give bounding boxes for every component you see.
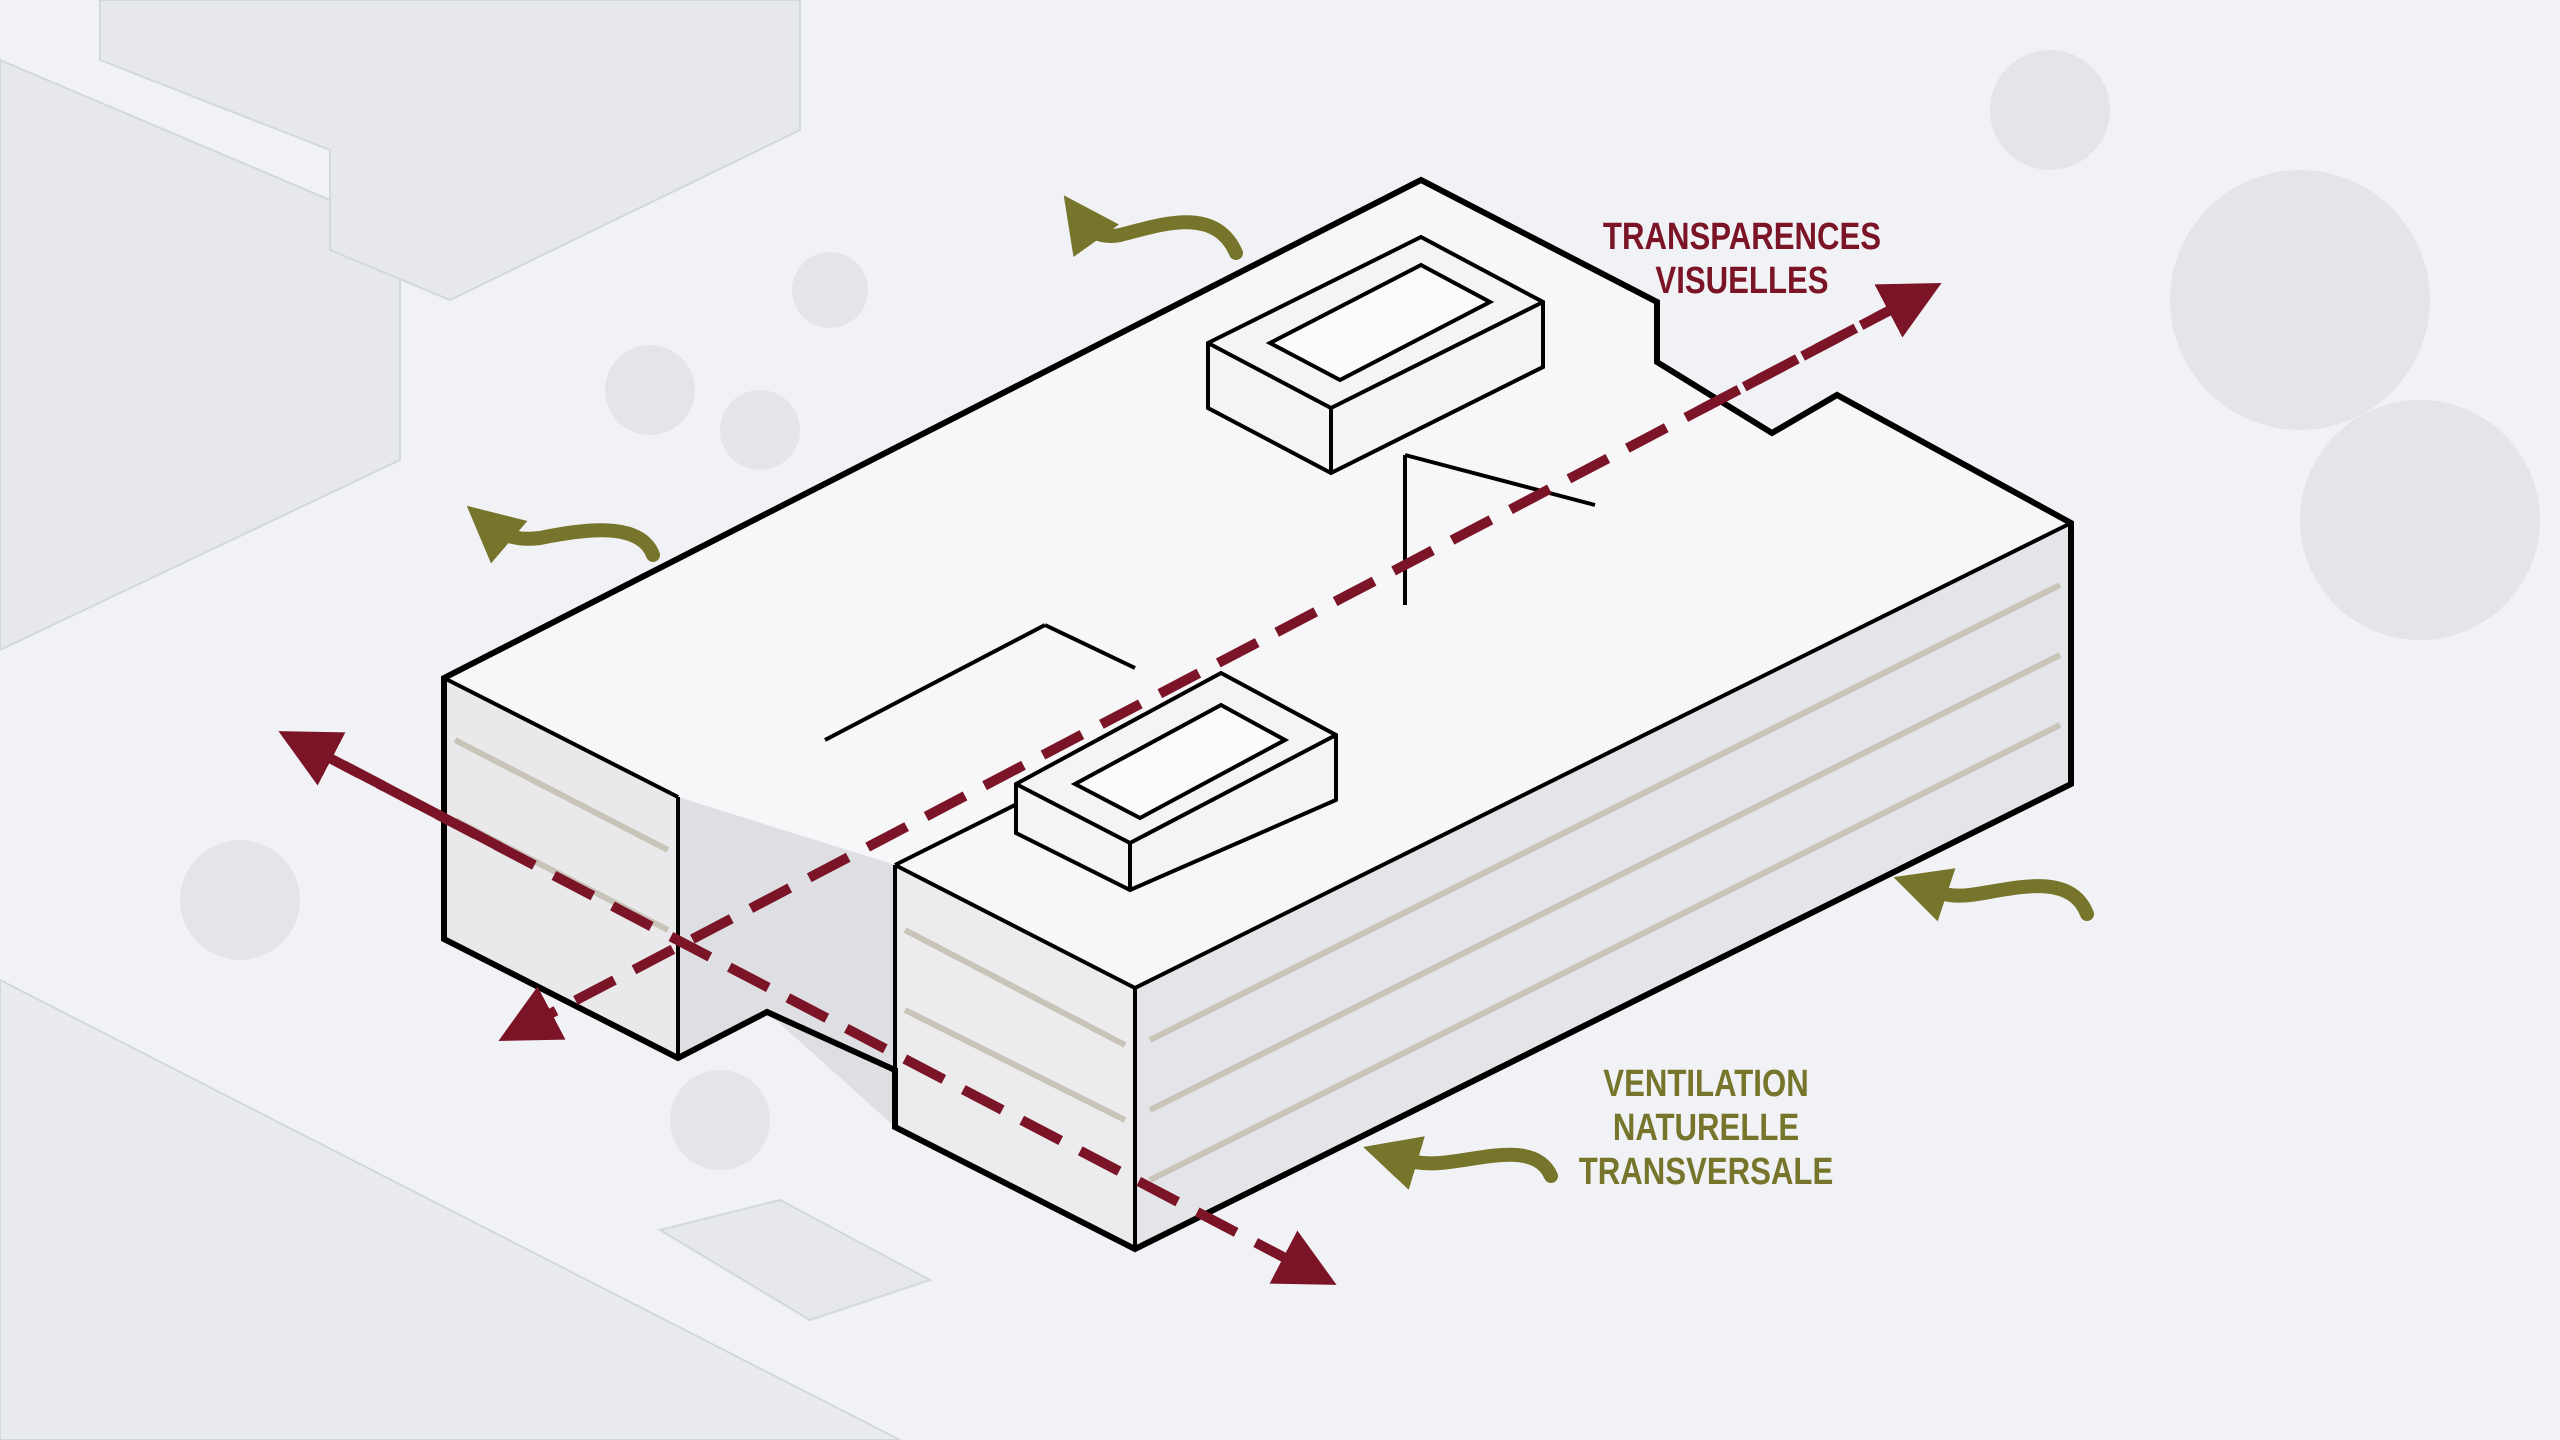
transparences-visuelles-label: TRANSPARENCES VISUELLES bbox=[1578, 215, 1906, 303]
label-line: TRANSVERSALE bbox=[1578, 1151, 1834, 1193]
ventilation-arrow-south bbox=[1363, 1136, 1558, 1190]
visual-transparency-arrow-2-reverse bbox=[278, 731, 503, 852]
building bbox=[441, 176, 2074, 1253]
visual-transparency-arrow-2 bbox=[317, 748, 1337, 1285]
ventilation-naturelle-label: VENTILATION NATURELLE TRANSVERSALE bbox=[1542, 1062, 1870, 1194]
rooftop-box-south bbox=[1014, 670, 1338, 893]
roof-surface bbox=[444, 180, 2071, 988]
label-line: VENTILATION bbox=[1603, 1063, 1809, 1105]
visual-transparency-arrow-1-reverse bbox=[1697, 283, 1942, 415]
ventilation-arrow-north-east bbox=[1063, 195, 1243, 260]
ventilation-arrow-south-east bbox=[1893, 868, 2094, 922]
visual-transparency-arrow-1 bbox=[498, 300, 1903, 1041]
label-line: NATURELLE bbox=[1612, 1107, 1800, 1149]
rooftop-box-north bbox=[1206, 234, 1545, 476]
left-block-front bbox=[444, 678, 678, 1058]
ventilation-arrow-north-west bbox=[466, 505, 660, 564]
context-buildings bbox=[0, 0, 933, 1440]
label-line: TRANSPARENCES bbox=[1602, 216, 1882, 258]
label-line: VISUELLES bbox=[1655, 260, 1829, 302]
building-outline bbox=[441, 176, 2074, 1253]
front-block-west-facade bbox=[895, 865, 1135, 1249]
